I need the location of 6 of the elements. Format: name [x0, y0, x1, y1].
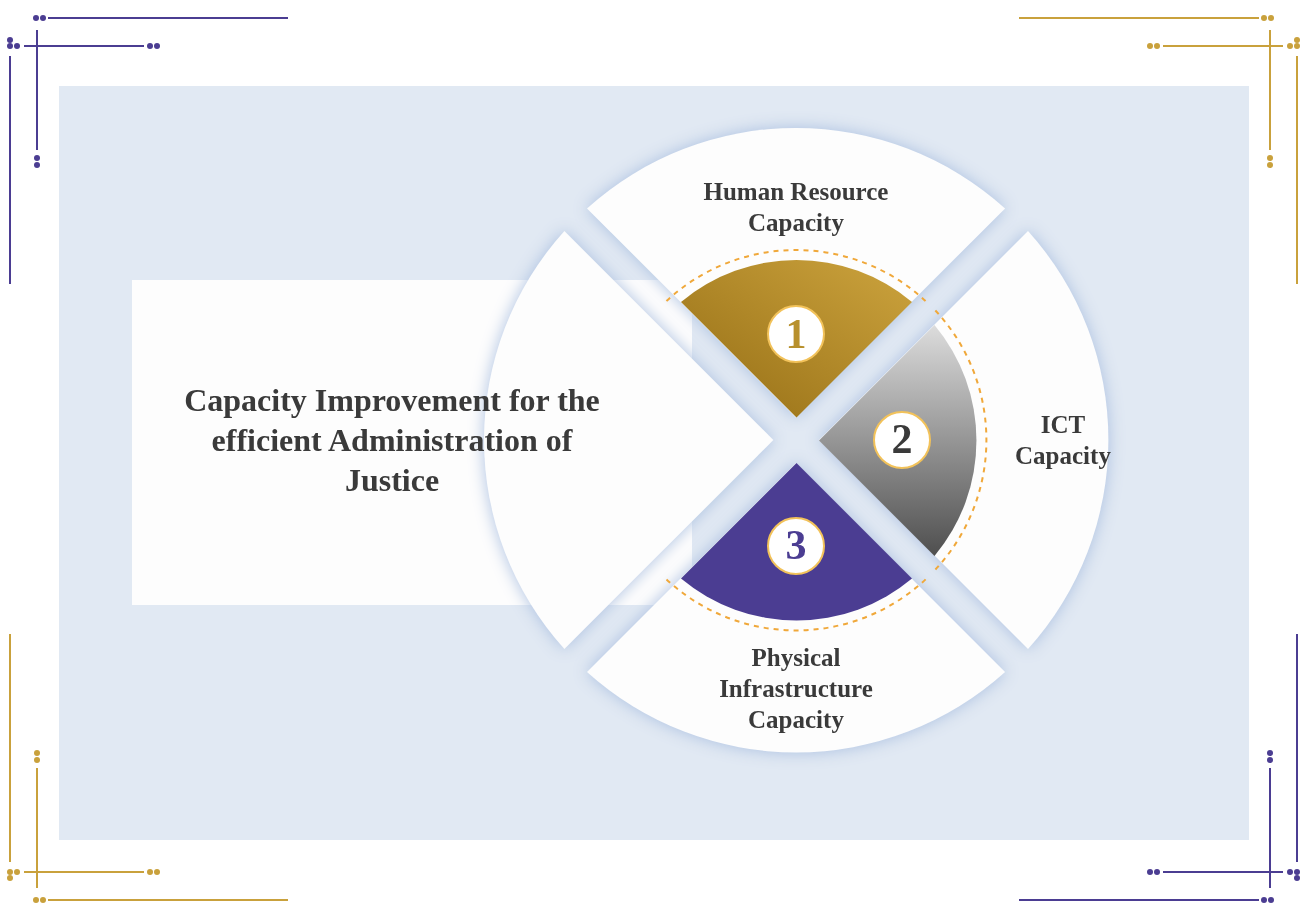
- sector-label: Human Resource Capacity: [702, 176, 890, 238]
- title-text: Capacity Improvement for the efficient Administration of Justice: [183, 381, 601, 500]
- sector-label: ICT Capacity: [1014, 409, 1112, 471]
- sector-label: Physical Infrastructure Capacity: [718, 643, 874, 736]
- colored-sector: [680, 462, 912, 620]
- sector-segment: [586, 462, 1005, 752]
